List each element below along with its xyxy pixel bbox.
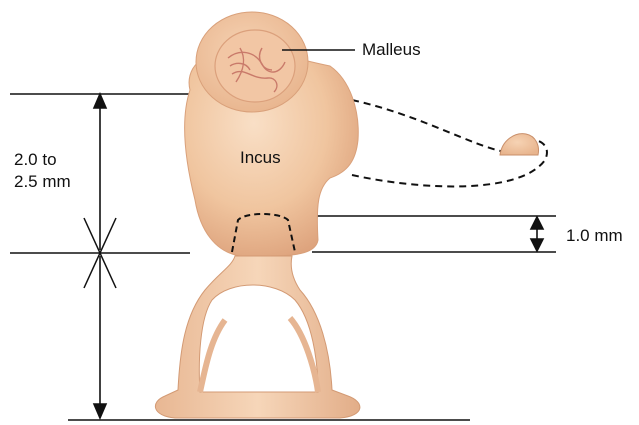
dimension-arrow-upper — [94, 94, 106, 250]
measurement-left-line2: 2.5 mm — [14, 172, 71, 192]
incus-label: Incus — [240, 148, 281, 168]
dimension-arrow-right — [531, 217, 543, 251]
measurement-right-label: 1.0 mm — [566, 226, 623, 246]
malleus-label: Malleus — [362, 40, 421, 60]
malleus-head — [196, 12, 308, 112]
dimension-arrow-lower — [94, 256, 106, 418]
lenticular-process-fragment — [500, 134, 539, 155]
stapes — [155, 256, 360, 418]
measurement-left-line1: 2.0 to — [14, 150, 57, 170]
